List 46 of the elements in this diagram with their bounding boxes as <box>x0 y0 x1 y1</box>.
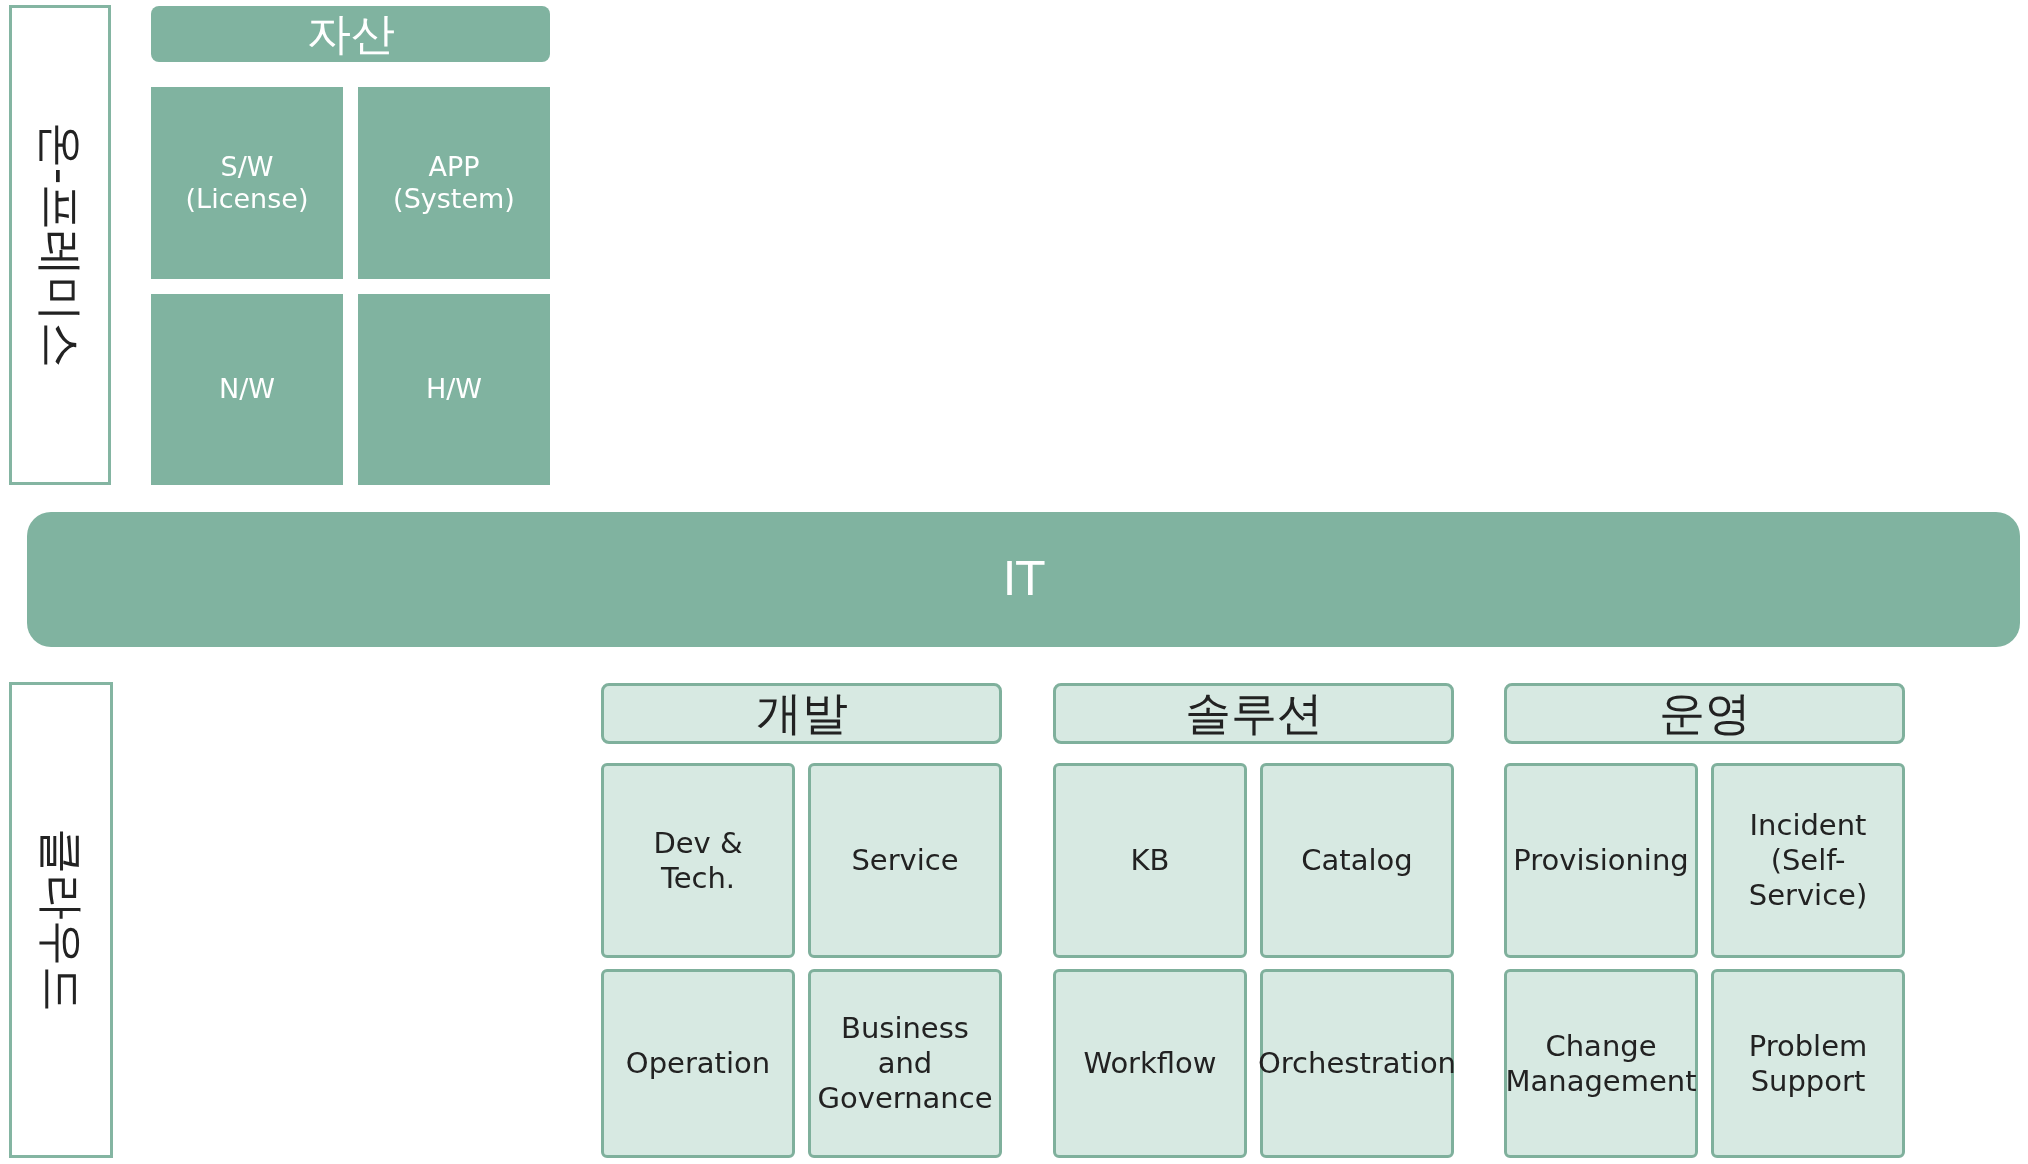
tile-label: Operation <box>625 1046 771 1081</box>
tile-label: APP (System) <box>392 150 516 216</box>
tile <box>1711 763 1905 958</box>
tile-label: Change Management <box>1505 1028 1697 1099</box>
tile-label: Provisioning <box>1513 843 1689 878</box>
tile <box>1260 763 1454 958</box>
heading: 개발 <box>755 685 848 742</box>
tile <box>1053 969 1247 1158</box>
tile <box>808 763 1002 958</box>
tile <box>601 763 795 958</box>
tile-label: Service <box>851 843 959 878</box>
tile-label: H/W <box>425 373 483 406</box>
tile <box>1053 763 1247 958</box>
tile-label: Workflow <box>1083 1046 1217 1081</box>
tile-label: Business and Governance <box>817 1011 993 1116</box>
tile-label: Catalog <box>1301 843 1413 878</box>
tile <box>151 294 343 485</box>
header-bar <box>151 6 550 62</box>
tile <box>1711 969 1905 1158</box>
tile <box>1260 969 1454 1158</box>
heading: 자산 <box>306 7 395 61</box>
header-bar <box>601 683 1002 744</box>
tile <box>1504 763 1698 958</box>
tile <box>151 87 343 279</box>
heading: 솔루션 <box>1184 685 1323 742</box>
tile-label: Orchestration <box>1258 1046 1456 1081</box>
section-band <box>9 5 111 485</box>
heading: IT <box>1002 551 1045 608</box>
tile-label: S/W (License) <box>184 150 310 216</box>
tile-label: Problem Support <box>1747 1028 1869 1099</box>
tile-label: KB <box>1130 843 1170 878</box>
wide-bar <box>27 512 2020 647</box>
section-band <box>9 682 113 1158</box>
tile-label: Dev & Tech. <box>652 825 744 896</box>
tile-label: N/W <box>219 373 275 406</box>
heading: 운영 <box>1658 685 1751 742</box>
heading: 온-프레미스 <box>32 121 88 369</box>
tile <box>358 87 550 279</box>
tile <box>601 969 795 1158</box>
tile <box>808 969 1002 1158</box>
header-bar <box>1053 683 1454 744</box>
header-bar <box>1504 683 1905 744</box>
heading: 클라우드 <box>33 828 89 1012</box>
tile <box>358 294 550 485</box>
tile-label: Incident (Self-Service) <box>1747 808 1869 913</box>
tile <box>1504 969 1698 1158</box>
